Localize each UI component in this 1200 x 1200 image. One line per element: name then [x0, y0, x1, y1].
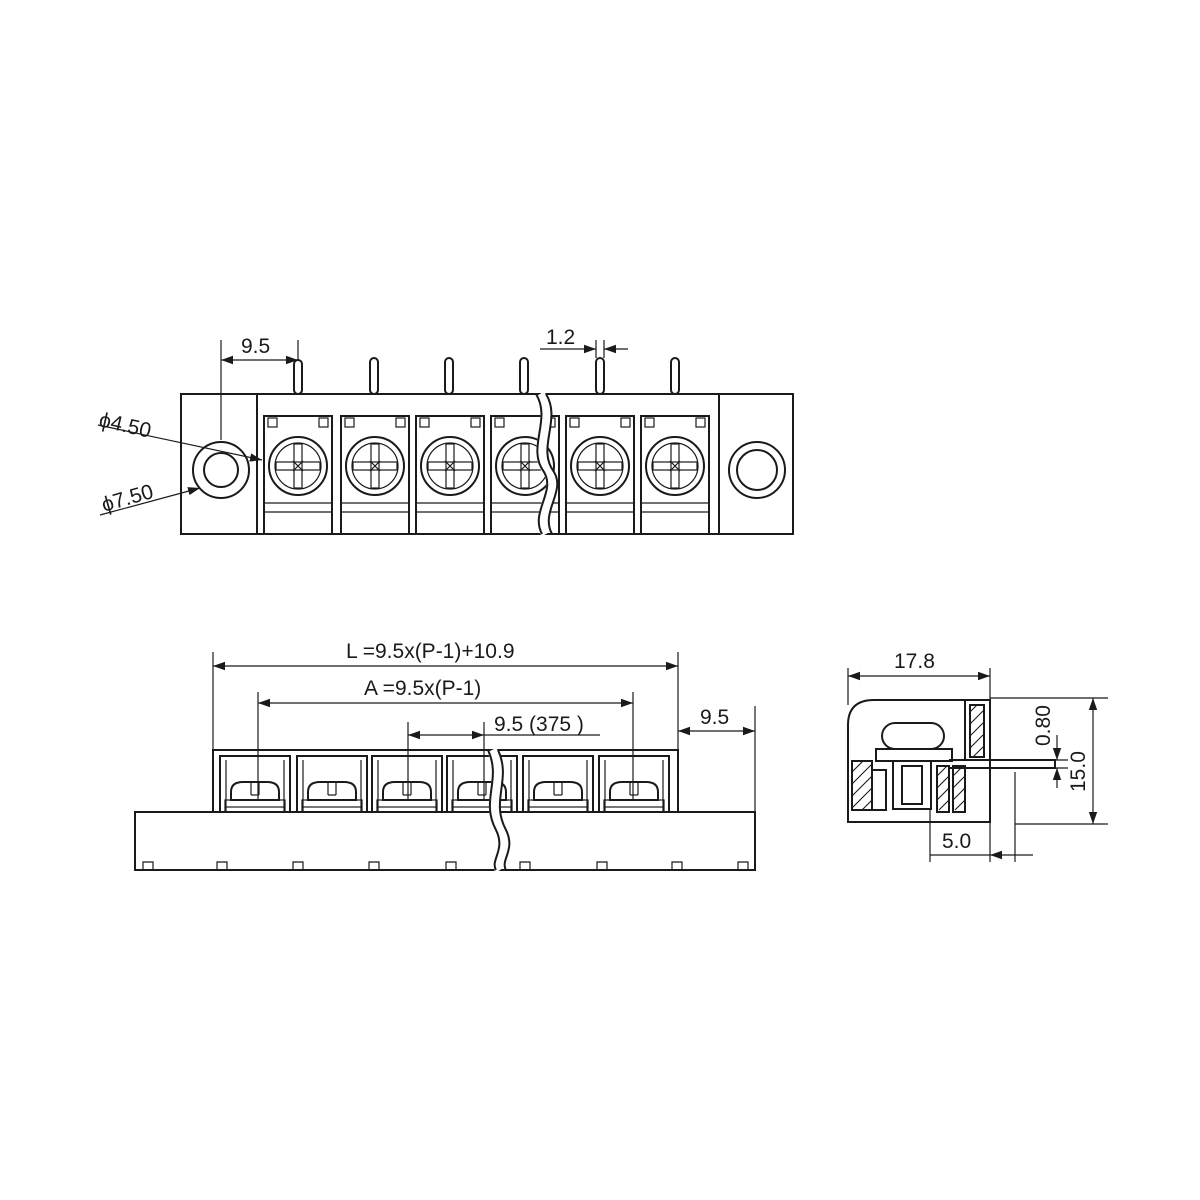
mount-hole-left — [192, 441, 250, 499]
base-notch — [292, 861, 304, 870]
hole-inner-label: ϕ4.50 — [97, 408, 153, 442]
side-outline — [847, 699, 991, 823]
terminal-cells — [263, 415, 710, 535]
base-notch — [596, 861, 608, 870]
base-notch — [216, 861, 228, 870]
side-height-label: 15.0 — [1067, 751, 1090, 792]
base-notch — [142, 861, 154, 870]
pin-thickness-label: 0.80 — [1032, 705, 1055, 746]
side-width-label: 17.8 — [894, 650, 935, 673]
terminal-cell — [490, 415, 560, 535]
front-view: L =9.5x(P-1)+10.9 A =9.5x(P-1) 9.5 (375 … — [134, 640, 756, 873]
terminal-cell — [415, 415, 485, 535]
dim-side-height: 15.0 — [990, 697, 1108, 825]
terminal-cell — [565, 415, 635, 535]
top-pins — [293, 357, 680, 395]
terminal-cell — [340, 415, 410, 535]
pin-3 — [444, 357, 454, 395]
end-pitch-label: 9.5 — [700, 706, 729, 729]
pitch-top-label: 9.5 — [241, 335, 270, 358]
screw-head — [881, 722, 945, 750]
pin-1 — [293, 359, 303, 395]
front-cell — [598, 755, 670, 813]
dim-a: A =9.5x(P-1) — [257, 677, 634, 800]
dim-end-pitch: 9.5 — [678, 706, 756, 812]
base-notch — [519, 861, 531, 870]
top-body-outline — [180, 393, 794, 535]
side-hatched-left — [851, 760, 887, 811]
front-base — [134, 811, 756, 871]
dim-pin-width: 1.2 — [540, 326, 628, 358]
terminal-cell — [640, 415, 710, 535]
front-cell — [522, 755, 594, 813]
length-formula: L =9.5x(P-1)+10.9 — [346, 640, 515, 663]
dim-side-width: 17.8 — [847, 650, 991, 705]
pin-6 — [670, 357, 680, 395]
dim-pitch-top: 9.5 — [220, 335, 299, 440]
pin-width-label: 1.2 — [546, 326, 575, 349]
pin-offset-label: 5.0 — [942, 830, 971, 853]
front-upper-housing — [212, 749, 679, 813]
pitch-bottom-label: 9.5 (375 ) — [494, 713, 584, 736]
top-view: 9.5 1.2 ϕ4.50 ϕ7.50 — [97, 326, 794, 537]
front-cell — [371, 755, 443, 813]
base-notch — [445, 861, 457, 870]
hole-outer-label: ϕ7.50 — [99, 480, 156, 517]
side-hatched-right — [936, 765, 966, 813]
side-view: 17.8 0.80 15.0 5.0 — [847, 650, 1108, 862]
pin-4 — [519, 357, 529, 395]
dim-length: L =9.5x(P-1)+10.9 — [212, 640, 679, 750]
terminal-cell — [263, 415, 333, 535]
front-cell — [446, 755, 518, 813]
base-notch — [368, 861, 380, 870]
front-cell — [219, 755, 291, 813]
front-cells — [219, 755, 670, 813]
mount-hole-right — [728, 441, 786, 499]
dim-pin-offset: 5.0 — [929, 772, 1033, 862]
pin-2 — [369, 357, 379, 395]
a-formula: A =9.5x(P-1) — [364, 677, 481, 700]
base-notch — [671, 861, 683, 870]
break-line — [535, 393, 549, 535]
dim-pitch-bottom: 9.5 (375 ) — [407, 713, 600, 800]
front-cell — [296, 755, 368, 813]
dim-pin-thickness: 0.80 — [1030, 705, 1068, 788]
base-notches — [142, 861, 749, 870]
pin-5 — [595, 357, 605, 395]
base-notch — [737, 861, 749, 870]
